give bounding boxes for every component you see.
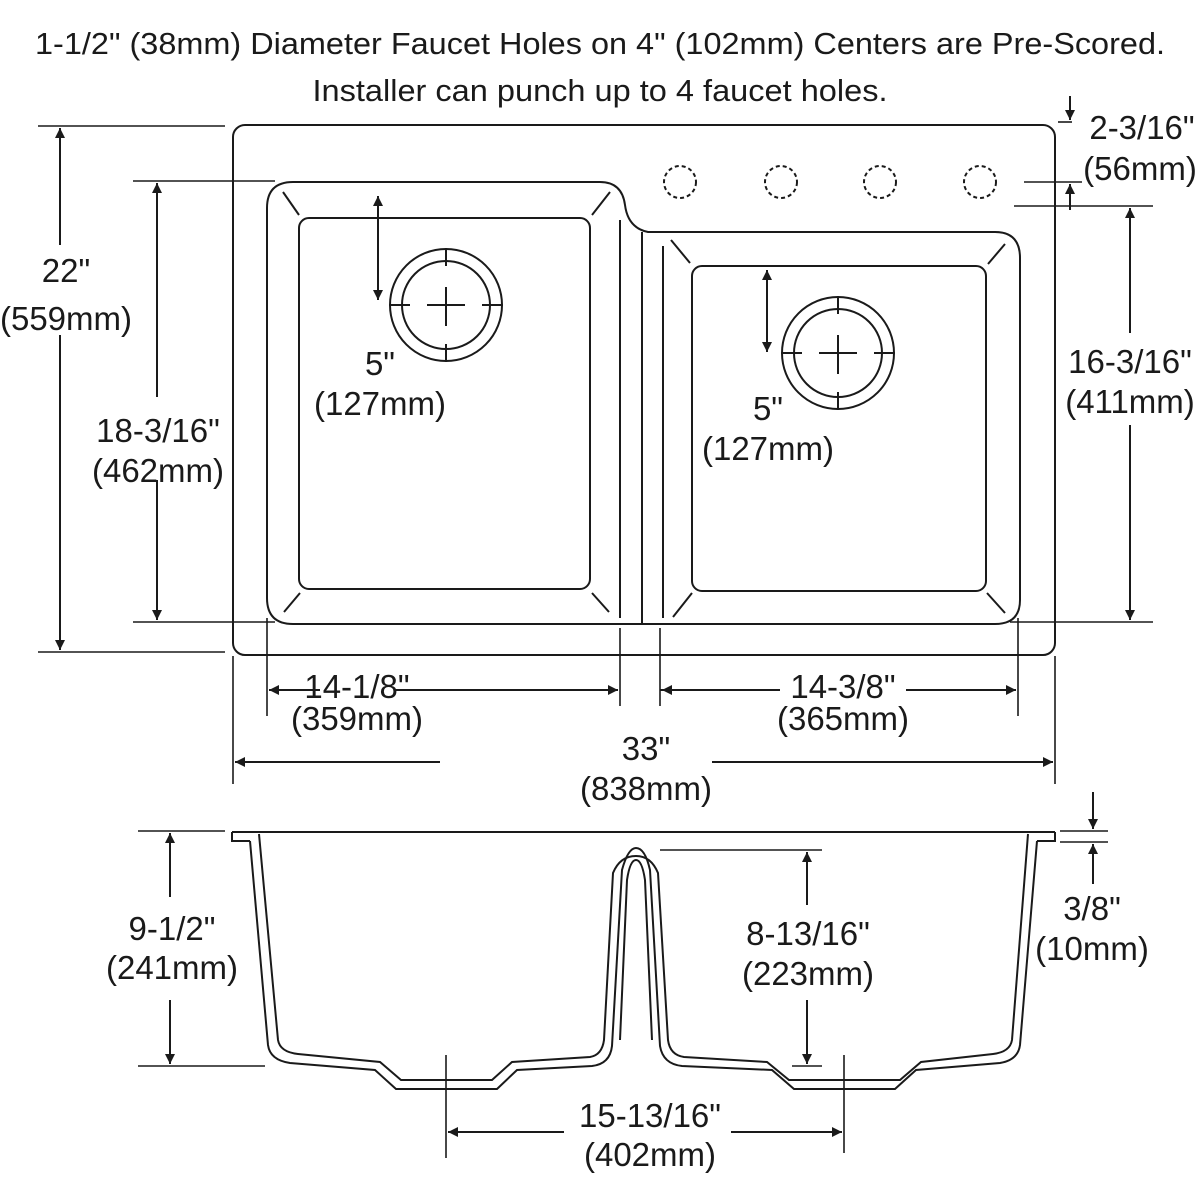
overall-width-imperial: 33" [622, 730, 670, 767]
plan-view: 5" (127mm) 5" (127mm) 22" (559mm) 18-3/1… [0, 96, 1197, 807]
right-drain-offset-metric: (127mm) [702, 430, 834, 467]
left-drain-icon [389, 248, 503, 362]
title-line-1: 1-1/2" (38mm) Diameter Faucet Holes on 4… [35, 26, 1165, 61]
left-basin [298, 217, 591, 590]
left-bowl-width-imperial: 14-1/8" [304, 668, 409, 705]
left-flange [231, 832, 250, 842]
left-bowl-depth-imperial: 18-3/16" [96, 412, 220, 449]
overall-depth-imperial: 22" [42, 252, 90, 289]
right-bowl-width-metric: (365mm) [777, 700, 909, 737]
faucet-hole-2-icon [764, 165, 798, 199]
sink-outline [232, 124, 1056, 656]
overall-width-metric: (838mm) [580, 770, 712, 807]
left-drain-offset-metric: (127mm) [314, 385, 446, 422]
overall-depth-metric: (559mm) [0, 300, 132, 337]
left-bowl-width-metric: (359mm) [291, 700, 423, 737]
left-bowl-rim [266, 181, 1021, 625]
right-flange [1037, 832, 1056, 842]
right-drain-icon [781, 296, 895, 410]
divider-inner [619, 858, 653, 1041]
faucet-hole-4-icon [963, 165, 997, 199]
sink-section-outer [249, 840, 1038, 1090]
drain-spacing-metric: (402mm) [584, 1136, 716, 1173]
rim-thickness-imperial: 3/8" [1063, 890, 1121, 927]
left-height-imperial: 9-1/2" [129, 910, 216, 947]
faucet-hole-3-icon [863, 165, 897, 199]
corner-line [591, 592, 610, 613]
corner-line [986, 592, 1006, 614]
corner-line [670, 239, 691, 264]
faucet-setback-imperial: 2-3/16" [1089, 109, 1194, 146]
right-bowl-depth-imperial: 16-3/16" [1068, 343, 1192, 380]
section-view: 9-1/2" (241mm) 8-13/16" (223mm) 3/8" (10… [106, 792, 1149, 1173]
faucet-holes [663, 165, 997, 199]
right-bowl-width-imperial: 14-3/8" [790, 668, 895, 705]
title-block: 1-1/2" (38mm) Diameter Faucet Holes on 4… [35, 26, 1165, 108]
left-height-metric: (241mm) [106, 949, 238, 986]
sink-section-inner [258, 833, 1029, 1081]
corner-line [672, 592, 693, 618]
left-drain-offset-imperial: 5" [365, 345, 395, 382]
corner-line [987, 243, 1006, 265]
drain-spacing-imperial: 15-13/16" [579, 1097, 721, 1134]
right-drain-offset-imperial: 5" [753, 390, 783, 427]
left-bowl-depth-metric: (462mm) [92, 452, 224, 489]
right-height-imperial: 8-13/16" [746, 915, 870, 952]
right-bowl-depth-metric: (411mm) [1065, 383, 1195, 420]
title-line-2: Installer can punch up to 4 faucet holes… [313, 73, 888, 108]
right-height-metric: (223mm) [742, 955, 874, 992]
faucet-setback-metric: (56mm) [1083, 150, 1197, 187]
rim-thickness-metric: (10mm) [1035, 930, 1149, 967]
faucet-hole-1-icon [663, 165, 697, 199]
right-basin [691, 265, 987, 592]
corner-line [283, 592, 301, 613]
corner-line [591, 191, 611, 216]
corner-line [282, 191, 300, 216]
